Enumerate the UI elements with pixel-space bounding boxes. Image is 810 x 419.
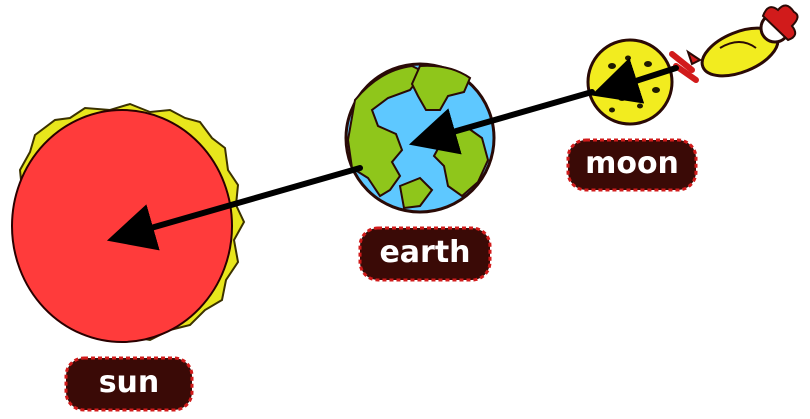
chicken-tail [688,52,700,64]
chicken-icon [672,5,798,85]
label-earth-text: earth [379,235,470,270]
label-sun-text: sun [99,365,160,400]
sun-disc [12,110,232,342]
sun-icon [12,104,244,342]
label-moon: moon [568,140,696,190]
label-earth: earth [360,228,490,280]
label-moon-text: moon [585,146,679,181]
label-sun: sun [66,358,192,410]
earth-icon [346,64,494,212]
